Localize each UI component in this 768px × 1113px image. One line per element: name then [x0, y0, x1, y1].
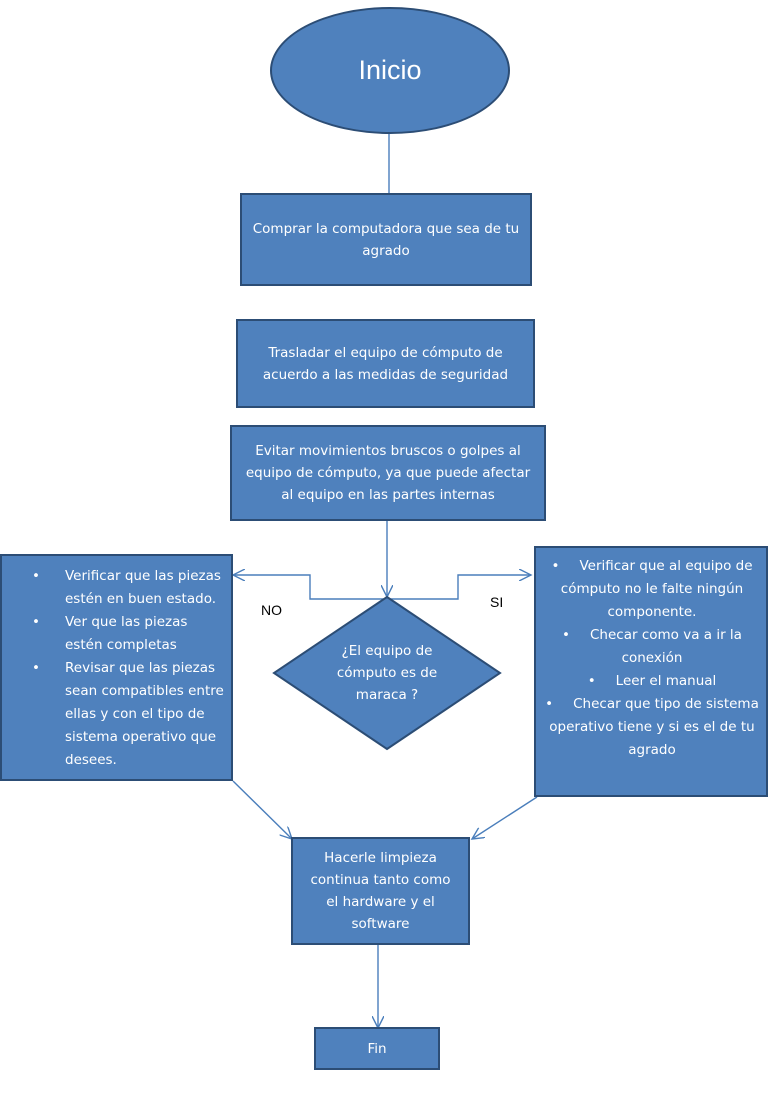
- step-buy-computer: Comprar la computadora que sea de tu agr…: [240, 193, 532, 286]
- step-transport-equipment-text: Trasladar el equipo de cómputo de acuerd…: [262, 344, 509, 383]
- si-branch-list: Verificar que al equipo de cómputo no le…: [542, 548, 762, 762]
- si-branch-box: Verificar que al equipo de cómputo no le…: [534, 546, 768, 797]
- si-branch-item: Leer el manual: [542, 670, 762, 693]
- si-branch-item: Checar como va a ir la conexión: [542, 624, 762, 670]
- no-branch-list: Verificar que las piezas estén en buen e…: [32, 565, 225, 772]
- step-transport-equipment: Trasladar el equipo de cómputo de acuerd…: [236, 319, 535, 408]
- decision-diamond: [272, 595, 502, 751]
- no-branch-box: Verificar que las piezas estén en buen e…: [0, 554, 233, 781]
- connector-decision-to-si: [387, 575, 531, 600]
- start-label: Inicio: [358, 55, 422, 85]
- connector-no-to-step4: [232, 780, 292, 839]
- label-no: NO: [261, 602, 282, 618]
- start-node: Inicio: [270, 7, 510, 134]
- si-branch-item: Verificar que al equipo de cómputo no le…: [542, 555, 762, 624]
- decision-text: ¿El equipo de cómputo es de maraca ?: [336, 643, 438, 703]
- connector-decision-to-no: [233, 575, 387, 600]
- connector-si-to-step4: [472, 796, 538, 839]
- step-buy-computer-text: Comprar la computadora que sea de tu agr…: [252, 220, 520, 259]
- step-cleaning: Hacerle limpieza continua tanto como el …: [291, 837, 470, 945]
- label-si: SI: [490, 594, 504, 610]
- no-branch-item: Verificar que las piezas estén en buen e…: [32, 565, 225, 611]
- si-branch-item: Checar que tipo de sistema operativo tie…: [542, 693, 762, 762]
- end-label: Fin: [367, 1040, 387, 1057]
- no-branch-item: Revisar que las piezas sean compatibles …: [32, 657, 225, 772]
- step-cleaning-text: Hacerle limpieza continua tanto como el …: [310, 850, 451, 932]
- no-branch-item: Ver que las piezas estén completas: [32, 611, 225, 657]
- step-avoid-impacts: Evitar movimientos bruscos o golpes al e…: [230, 425, 546, 521]
- end-node: Fin: [314, 1027, 440, 1070]
- step-avoid-impacts-text: Evitar movimientos bruscos o golpes al e…: [245, 443, 531, 503]
